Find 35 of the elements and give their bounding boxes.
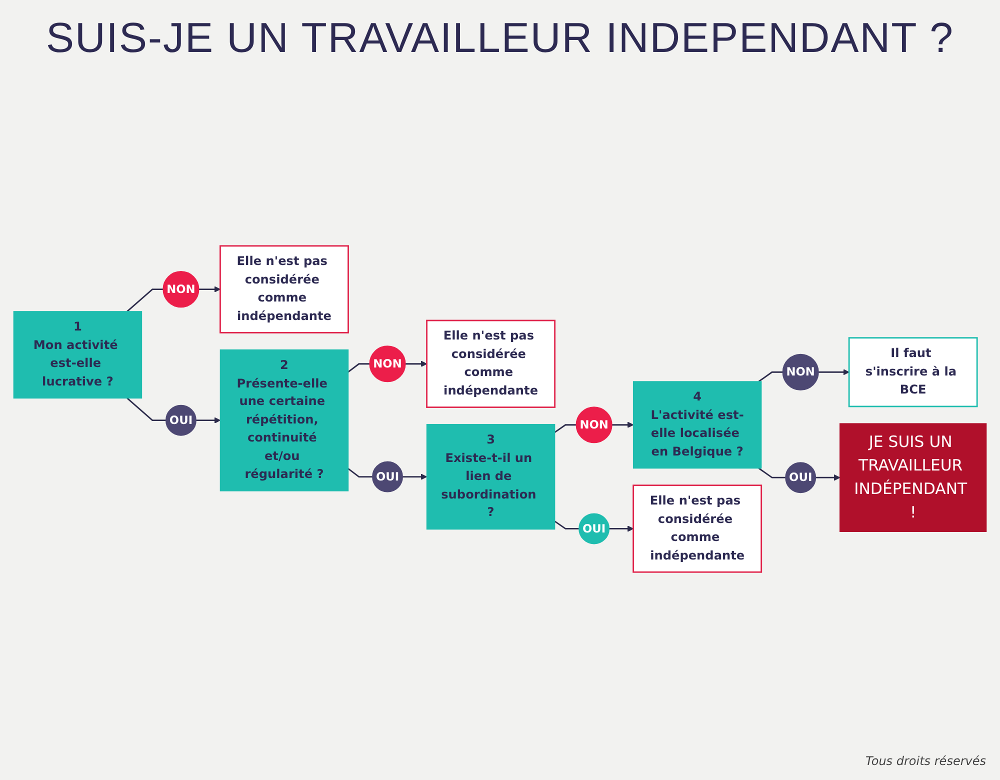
result-box: Elle n'est pas considérée comme indépendante — [426, 320, 556, 408]
connector — [402, 474, 428, 480]
question-box: 4 L'activité est-elle localisée en Belgique ? — [632, 381, 762, 469]
question-box: 3 Existe-t-il un lien de subordination ? — [426, 424, 556, 530]
connector — [609, 526, 634, 532]
question-box: 2 Présente-elle une certaine répétition, continuité et/ou régularité ? — [220, 349, 349, 492]
connector — [818, 369, 850, 376]
connector — [554, 520, 579, 530]
connector — [348, 363, 370, 373]
connector — [126, 398, 166, 422]
conclusion-box: JE SUIS UN TRAVAILLEUR INDÉPENDANT ! — [840, 423, 987, 532]
title: SUIS-JE UN TRAVAILLEUR INDEPENDANT ? — [44, 14, 956, 62]
answer-circle: OUI — [166, 404, 196, 436]
connector — [758, 468, 786, 478]
connector — [348, 468, 372, 478]
result-box: Elle n'est pas considérée comme indépendante — [220, 245, 349, 334]
question-box: 1 Mon activité est-elle lucrative ? — [13, 311, 142, 399]
connector — [196, 417, 221, 424]
answer-circle: OUI — [578, 513, 610, 544]
answer-circle: NON — [162, 271, 200, 308]
connector — [612, 422, 634, 428]
result-box: Elle n'est pas considérée comme indépendante — [632, 484, 762, 573]
connector — [198, 286, 221, 292]
answer-circle: OUI — [372, 461, 403, 492]
answer-circle: NON — [782, 354, 819, 390]
note-text: Tous droits réservés — [866, 754, 986, 768]
connector — [554, 424, 576, 433]
connector — [758, 371, 783, 382]
answer-circle: NON — [576, 406, 612, 444]
connector — [816, 474, 840, 481]
answer-circle: NON — [369, 346, 406, 382]
answer-circle: OUI — [785, 462, 816, 494]
result-box: Il faut s'inscrire à la BCE — [848, 337, 978, 408]
connector — [126, 288, 164, 312]
connector — [405, 360, 428, 367]
